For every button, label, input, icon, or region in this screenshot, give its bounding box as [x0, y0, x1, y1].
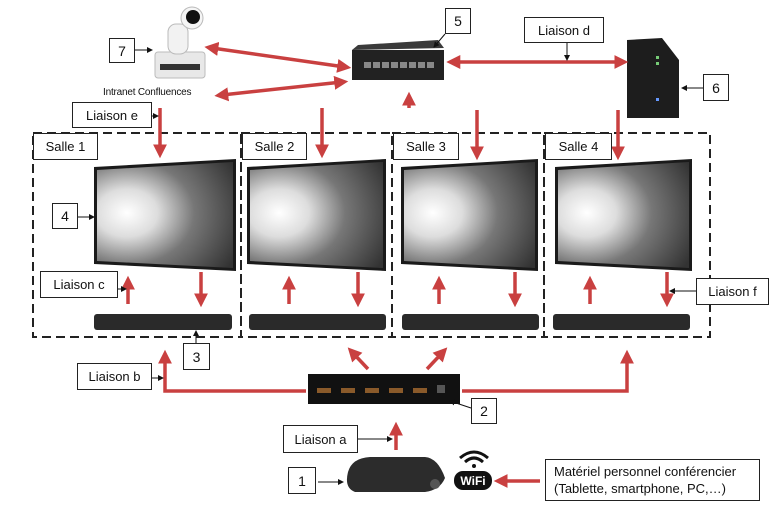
- room-label-1: Salle 1: [33, 133, 98, 160]
- room-label-4: Salle 4: [545, 133, 612, 160]
- intranet-caption: Intranet Confluences: [103, 87, 192, 98]
- display-icon: [94, 159, 236, 271]
- room-frames: [32, 132, 711, 338]
- link-label-d: Liaison d: [524, 17, 604, 43]
- wireless-presentation-box-icon: [346, 457, 445, 492]
- svg-text:WiFi: WiFi: [460, 474, 485, 488]
- link-camera-switch: [204, 41, 352, 73]
- link-label-c: Liaison c: [40, 271, 118, 298]
- link-intranet-switch: [214, 75, 349, 102]
- callout-1: 1: [288, 467, 316, 494]
- personal-equipment-line2: (Tablette, smartphone, PC,…): [554, 481, 726, 496]
- display-icon: [247, 159, 386, 271]
- soundbar-icon: [402, 314, 539, 330]
- soundbar-icon: [94, 314, 232, 330]
- red-links: [121, 41, 674, 488]
- pointer-arrows: [78, 33, 703, 485]
- soundbar-icon: [553, 314, 690, 330]
- display-icon: [555, 159, 692, 271]
- callout-7: 7: [109, 38, 135, 63]
- personal-equipment-box: Matériel personnel conférencier (Tablett…: [545, 459, 760, 501]
- link-b-salle1: [158, 349, 306, 393]
- personal-equipment-line1: Matériel personnel conférencier: [554, 464, 737, 479]
- ptz-camera-icon: [154, 6, 206, 79]
- display-icon: [401, 159, 538, 271]
- link-label-e: Liaison e: [72, 102, 152, 128]
- link-label-f: Liaison f: [696, 278, 769, 305]
- callout-6: 6: [703, 74, 729, 101]
- nas-server-icon: [627, 38, 679, 118]
- callout-2: 2: [471, 398, 497, 424]
- displays: [94, 159, 692, 271]
- room-frame-4: [543, 132, 711, 338]
- room-label-3: Salle 3: [393, 133, 459, 160]
- link-splitter-salle4: [462, 349, 634, 393]
- room-label-2: Salle 2: [242, 133, 307, 160]
- wifi-icon: WiFi: [454, 450, 492, 490]
- hdmi-splitter-icon: [308, 374, 460, 404]
- callout-5: 5: [445, 8, 471, 34]
- network-switch-icon: [352, 40, 444, 80]
- link-label-b: Liaison b: [77, 363, 152, 390]
- soundbar-icon: [249, 314, 386, 330]
- soundbars: [94, 314, 690, 330]
- callout-4: 4: [52, 203, 78, 229]
- callout-3: 3: [183, 343, 210, 370]
- link-label-a: Liaison a: [283, 425, 358, 453]
